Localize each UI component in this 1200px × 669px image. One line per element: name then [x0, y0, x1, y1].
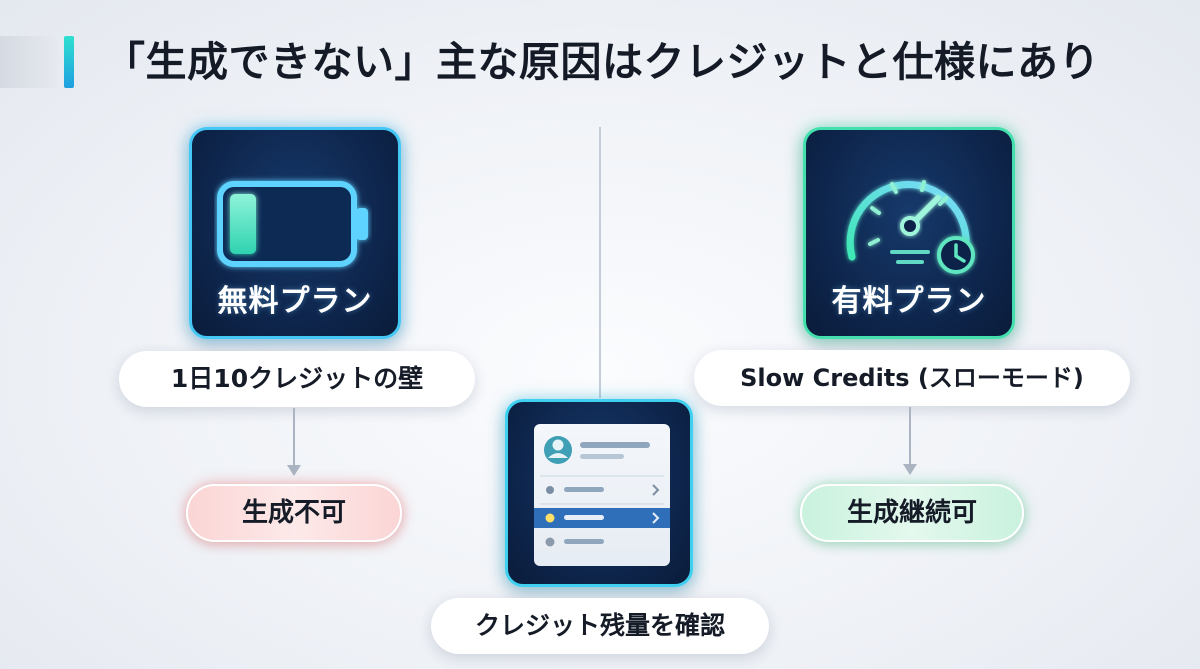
settings-panel-graphic [534, 436, 670, 547]
header-accent-bar [64, 36, 74, 88]
free-plan-card: 無料プラン [189, 127, 401, 339]
settings-panel-icon [534, 424, 670, 566]
speedometer-clock-icon [846, 180, 975, 274]
free-result-pill: 生成不可 [186, 484, 402, 542]
free-plan-label: 無料プラン [217, 284, 373, 319]
header-accent-block [0, 36, 58, 88]
paid-mode-text: Slow Credits (スローモード) [740, 364, 1084, 392]
paid-result-pill: 生成継続可 [800, 484, 1024, 542]
paid-result-text: 生成継続可 [846, 498, 977, 528]
center-divider [599, 127, 601, 398]
free-connector-line [293, 408, 295, 466]
free-limit-pill: 1日10クレジットの壁 [119, 351, 475, 407]
free-limit-text: 1日10クレジットの壁 [170, 364, 424, 393]
paid-mode-pill: Slow Credits (スローモード) [694, 350, 1130, 406]
page-title: 「生成できない」主な原因はクレジットと仕様にあり [104, 38, 1100, 86]
credit-check-card [505, 399, 693, 587]
free-result-text: 生成不可 [241, 498, 346, 528]
credit-check-pill: クレジット残量を確認 [431, 598, 769, 654]
battery-low-icon [217, 181, 368, 267]
paid-connector-line [909, 407, 911, 465]
paid-plan-card: 有料プラン [803, 127, 1015, 339]
free-connector-arrow [287, 465, 301, 476]
paid-connector-arrow [903, 464, 917, 475]
paid-plan-label: 有料プラン [831, 284, 987, 319]
credit-check-text: クレジット残量を確認 [474, 611, 725, 640]
